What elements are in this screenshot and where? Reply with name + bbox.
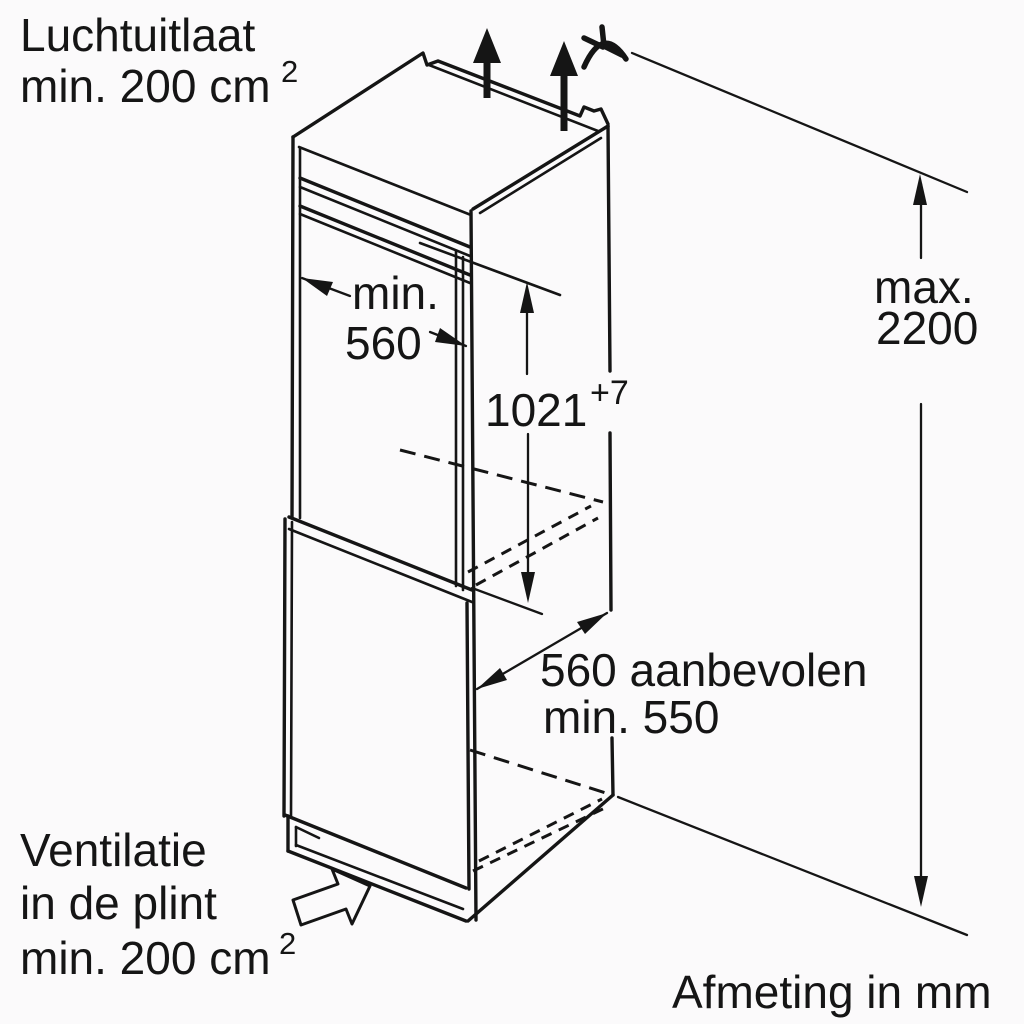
rear-right-edge (606, 124, 615, 797)
hidden-edges (399, 448, 610, 873)
door-bottom-edge (283, 813, 468, 890)
door-left-edge (282, 517, 287, 818)
niche-interior (418, 241, 562, 592)
air-outlet-label-sup: 2 (281, 54, 298, 89)
unit-note-label: Afmeting in mm (672, 966, 992, 1018)
airflow-up-arrow (473, 28, 501, 98)
top-face-right-edge (471, 124, 610, 211)
plinth-vent-label-line3: min. 200 cm (20, 932, 271, 984)
plinth-base-top (294, 843, 465, 911)
arrowhead-up (913, 174, 927, 205)
ventilation-block-arrow (291, 867, 372, 927)
niche-depth-label-line1: min. (352, 267, 439, 319)
dimension-max-height (616, 51, 969, 937)
side-bottom-edge (466, 793, 615, 923)
installation-depth-label-line1: 560 aanbevolen (540, 644, 867, 696)
arrowhead-down (914, 876, 928, 907)
niche-height-tolerance: +7 (590, 374, 629, 412)
extension-line-door-top (470, 586, 544, 616)
hidden-floor-rear (469, 748, 610, 796)
arrowhead-downright (435, 328, 466, 346)
niche-height-label: 1021 (485, 384, 587, 436)
plinth-vent-label-sup: 2 (279, 926, 296, 961)
max-height-label-line1: max. (874, 261, 974, 313)
air-swirl-icon (581, 24, 629, 70)
diagram-labels: Luchtuitlaat min. 200 cm 2 max. 2200 min… (20, 9, 992, 1018)
extension-line-bottom (616, 795, 969, 937)
arrowhead-upleft (302, 278, 333, 296)
plinth-vent-label-line1: Ventilatie (20, 824, 207, 876)
airflow-up-arrow-2 (550, 41, 578, 131)
hidden-floor-side-b (472, 805, 608, 873)
niche-depth-label-line2: 560 (345, 317, 422, 369)
appliance-door (282, 515, 474, 891)
air-outlet-label-line2: min. 200 cm (20, 60, 271, 112)
arrowhead-up (520, 282, 534, 313)
air-outlet-label-line1: Luchtuitlaat (20, 9, 255, 61)
door-top-edge (287, 515, 474, 592)
plinth-recess (286, 814, 468, 923)
front-right-edge (469, 209, 478, 922)
plinth-base-bottom (286, 849, 468, 923)
extension-line-top (630, 51, 969, 194)
top-face-inner-right (478, 136, 603, 215)
top-face-inner-front (297, 145, 473, 217)
door-right-edge (465, 601, 471, 891)
dimension-installation-depth (475, 611, 609, 691)
dimension-niche-height (470, 282, 544, 616)
installation-depth-label-line2: min. 550 (543, 691, 719, 743)
hidden-shelf-side-b (475, 516, 599, 587)
cabinet-outline (282, 51, 615, 923)
hidden-shelf-side-a (467, 504, 592, 574)
plinth-vent-label-line2: in de plint (20, 877, 217, 929)
front-left-edge (290, 135, 295, 520)
dimension-niche-depth (300, 276, 468, 348)
arrowhead-upright (577, 613, 607, 634)
niche-interior-top-edge (418, 241, 562, 297)
top-face-inner-rear (427, 63, 600, 133)
arrowhead-downleft (477, 668, 507, 689)
top-face-outline (291, 51, 610, 139)
top-rail-board (298, 176, 472, 285)
hidden-floor-side-a (478, 797, 603, 863)
max-height-label-line2: 2200 (876, 302, 978, 354)
arrowhead-down (521, 572, 535, 603)
hidden-shelf-rear (399, 448, 604, 504)
